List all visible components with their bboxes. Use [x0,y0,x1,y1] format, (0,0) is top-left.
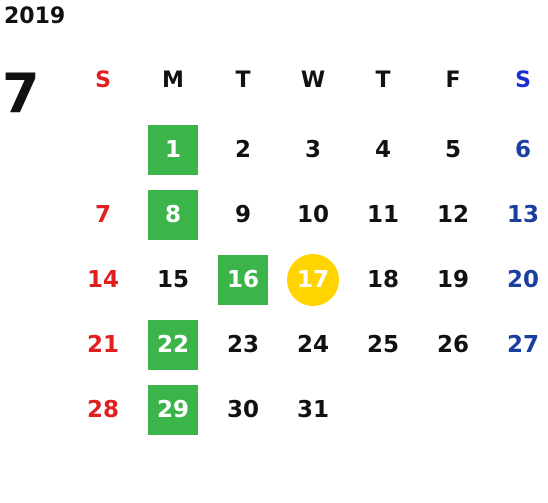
weekday-header-row: S M T W T F S [68,55,548,105]
calendar-day-cell[interactable]: 31 [278,385,348,435]
calendar-day-number: 14 [86,267,119,293]
calendar-day-number [78,125,128,175]
calendar-day-cell[interactable]: 12 [418,190,488,240]
weekday-header-fri: F [445,67,461,93]
weekday-header-sat: S [515,67,531,93]
calendar-day-number: 20 [506,267,539,293]
calendar-day-number: 16 [218,255,268,305]
calendar-day-number: 15 [156,267,189,293]
calendar-day-cell[interactable]: 4 [348,125,418,175]
calendar-day-cell[interactable]: 30 [208,385,278,435]
weekday-header-tue: T [235,67,251,93]
calendar-empty-cell [348,385,418,435]
calendar-day-cell[interactable]: 15 [138,255,208,305]
calendar-day-cell[interactable]: 6 [488,125,548,175]
calendar-day-number: 31 [296,397,329,423]
calendar-day-cell[interactable]: 1 [138,125,208,175]
calendar-day-number: 11 [366,202,399,228]
calendar-day-cell[interactable]: 8 [138,190,208,240]
calendar-day-number: 18 [366,267,399,293]
calendar-empty-cell [68,125,138,175]
calendar-day-number: 3 [304,137,321,163]
calendar-day-number: 13 [506,202,539,228]
calendar-week-row: 1 2 3 4 5 6 [68,125,548,175]
calendar-week-row: 14 15 16 17 18 19 20 [68,254,548,306]
month-label: 7 [2,62,40,125]
calendar-day-cell[interactable]: 26 [418,320,488,370]
calendar-day-number: 5 [444,137,461,163]
calendar-day-cell[interactable]: 21 [68,320,138,370]
calendar-day-cell[interactable]: 9 [208,190,278,240]
calendar-day-number: 17 [287,254,339,306]
calendar-day-number: 2 [234,137,251,163]
calendar-empty-cell [488,385,548,435]
calendar-day-number: 12 [436,202,469,228]
calendar-day-cell[interactable]: 2 [208,125,278,175]
calendar-day-number: 26 [436,332,469,358]
calendar-day-cell[interactable]: 13 [488,190,548,240]
year-label: 2019 [4,4,66,29]
calendar-day-cell[interactable]: 23 [208,320,278,370]
calendar-day-number: 30 [226,397,259,423]
calendar-day-cell[interactable]: 18 [348,255,418,305]
calendar-day-number: 24 [296,332,329,358]
weekday-header-mon: M [162,67,184,93]
calendar-day-cell[interactable]: 17 [278,254,348,306]
calendar-day-cell[interactable]: 25 [348,320,418,370]
calendar-day-number: 22 [148,320,198,370]
weekday-header-wed: W [300,67,326,93]
calendar-day-cell[interactable]: 27 [488,320,548,370]
calendar-week-row: 21 22 23 24 25 26 27 [68,320,548,370]
calendar-day-cell[interactable]: 28 [68,385,138,435]
calendar-day-number: 19 [436,267,469,293]
calendar-day-cell[interactable]: 19 [418,255,488,305]
calendar-day-number: 21 [86,332,119,358]
calendar-day-cell[interactable]: 11 [348,190,418,240]
calendar-day-number: 8 [148,190,198,240]
calendar-day-cell[interactable]: 16 [208,255,278,305]
calendar-day-number: 1 [148,125,198,175]
calendar-day-cell[interactable]: 14 [68,255,138,305]
weekday-header-sun: S [95,67,111,93]
calendar-day-number: 6 [514,137,531,163]
calendar-day-cell[interactable]: 5 [418,125,488,175]
calendar-day-number: 29 [148,385,198,435]
calendar-day-number [498,385,548,435]
calendar-day-number [428,385,478,435]
calendar-empty-cell [418,385,488,435]
calendar-day-cell[interactable]: 7 [68,190,138,240]
weekday-header-thu: T [375,67,391,93]
calendar-day-number: 23 [226,332,259,358]
calendar-day-number: 4 [374,137,391,163]
calendar-day-cell[interactable]: 29 [138,385,208,435]
calendar-day-number: 7 [94,202,111,228]
calendar-day-cell[interactable]: 20 [488,255,548,305]
calendar-week-row: 7 8 9 10 11 12 13 [68,190,548,240]
calendar-week-row: 28 29 30 31 [68,385,548,435]
calendar-day-number: 25 [366,332,399,358]
calendar-day-number: 27 [506,332,539,358]
calendar-day-cell[interactable]: 3 [278,125,348,175]
calendar-day-number [358,385,408,435]
calendar-day-number: 9 [234,202,251,228]
calendar-day-cell[interactable]: 24 [278,320,348,370]
calendar-day-number: 10 [296,202,329,228]
calendar-day-cell[interactable]: 10 [278,190,348,240]
calendar-day-cell[interactable]: 22 [138,320,208,370]
calendar-day-number: 28 [86,397,119,423]
